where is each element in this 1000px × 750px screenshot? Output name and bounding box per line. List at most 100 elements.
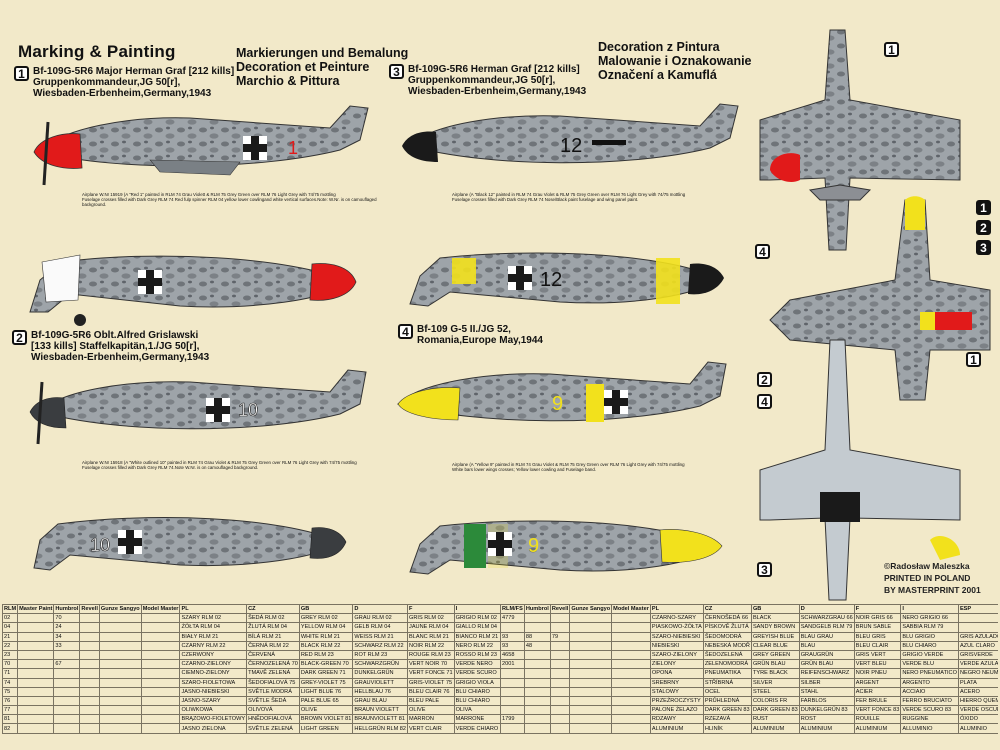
table-cell	[569, 640, 613, 651]
table-cell: ACCIAIO	[900, 686, 959, 697]
table-cell: GRAU BLAU	[352, 695, 409, 707]
table-cell: ŽLUTÁ RLM 04	[246, 622, 300, 633]
table-cell: GREY RLM 02	[298, 613, 354, 624]
aircraft-number-badge: 4	[755, 244, 770, 259]
aircraft-1-note: Airplane W.Nr 15919 (A "Red 1" painted i…	[82, 192, 382, 208]
table-cell	[569, 705, 613, 716]
table-cell: BIANCO RLM 21	[453, 631, 500, 642]
table-cell: SILVER	[750, 677, 800, 688]
table-cell	[569, 686, 613, 697]
caption-line: Wiesbaden-Erbenheim,Germany,1943	[33, 88, 212, 99]
table-cell: RUGGINE	[900, 714, 959, 725]
table-header-cell: F	[407, 604, 455, 615]
table-header-cell: Model Master	[140, 604, 181, 615]
table-cell	[569, 714, 613, 725]
table-cell: VERDE SCURO	[453, 668, 500, 679]
table-cell	[79, 640, 100, 651]
aircraft-1-left-profile: 1	[33, 105, 369, 186]
table-cell: 34	[53, 631, 81, 642]
table-cell: LIGHT GREEN	[298, 723, 354, 734]
table-cell: GREY GREEN	[750, 649, 800, 661]
table-cell: SCHWARZGRÜN	[352, 659, 409, 670]
table-cell: CZARNO-ZIELONY	[179, 659, 248, 670]
table-cell: VERDE NERO	[453, 659, 500, 670]
table-cell: VERT BLEU	[853, 659, 902, 670]
table-cell: VERDE SCURO 83	[900, 705, 959, 716]
caption-line: Bf-109G-5R6 Major Herman Graf [212 kills…	[33, 66, 235, 77]
table-cell: VERT FONCE 71	[407, 668, 455, 679]
table-cell	[569, 622, 613, 633]
caption-line: Bf-109G-5R6 Oblt.Alfred Grislawski	[31, 330, 199, 341]
table-cell: ROT RLM 23	[352, 649, 409, 661]
table-cell: GRÜN BLAU	[798, 659, 855, 670]
table-cell: NERO GRIGIO 66	[900, 613, 959, 624]
table-cell: TYRE BLACK	[750, 668, 800, 679]
table-cell	[79, 714, 100, 725]
table-cell: NOIR PNEU	[853, 668, 902, 679]
table-cell: BÍLÁ RLM 21	[246, 631, 300, 642]
table-cell	[98, 613, 142, 624]
table-cell	[140, 677, 181, 688]
table-header-cell: RLM	[2, 604, 19, 615]
table-cell: COLORIS FR	[750, 695, 800, 707]
table-cell: 93	[500, 631, 525, 642]
table-cell	[17, 695, 55, 707]
table-cell: BLEU CLAIR 76	[407, 686, 455, 697]
table-cell: 48	[523, 640, 551, 651]
table-cell: SZARO-NIEBIESKI	[649, 631, 704, 642]
table-cell	[140, 705, 181, 716]
table-cell: BLU CHIARO	[900, 640, 959, 651]
table-cell: PALONE ŻELAZO	[649, 705, 704, 716]
note-line: Fuselage crosses filled with Dark Grey R…	[452, 197, 639, 203]
table-cell	[523, 659, 551, 670]
caption-line: Wiesbaden-Erbenheim,Germany,1943	[408, 86, 587, 97]
caption-line: [133 kills] Staffelkapitän,1./JG 50[r],	[31, 341, 200, 352]
table-cell	[53, 705, 81, 716]
table-cell	[79, 686, 100, 697]
table-cell	[523, 677, 551, 688]
caption-line: Bf-109G-5R6 Herman Graf [212 kills]	[408, 64, 580, 75]
table-cell: VERDE CHIARO 82	[453, 723, 500, 734]
aircraft-1-caption: 1 Bf-109G-5R6 Major Herman Graf [212 kil…	[14, 66, 234, 99]
table-cell: BLEU CLAIR	[853, 640, 902, 651]
table-cell	[140, 659, 181, 670]
table-cell	[79, 705, 100, 716]
table-cell: ARGENT	[853, 677, 902, 688]
table-cell: BROWN VIOLET 81	[298, 714, 354, 725]
table-cell: AZUL CLARO	[957, 640, 998, 651]
multilingual-heading-middle: Markierungen und Bemalung Decoration et …	[236, 46, 408, 88]
table-cell: 22	[2, 640, 19, 651]
table-cell	[53, 723, 81, 734]
fuselage-code: 10	[238, 400, 258, 420]
table-cell: BRUN SABLE	[853, 622, 902, 633]
note-line: Airplane (A "Black 12" painted in RLM 74…	[452, 192, 686, 197]
table-cell: SVĚTLE ZELENÁ	[246, 723, 300, 734]
table-cell: BLACK RLM 22	[298, 640, 354, 651]
table-cell: ROST	[798, 714, 855, 725]
table-header-cell: GB	[298, 604, 354, 615]
table-cell	[500, 695, 525, 707]
table-cell: BLACK	[750, 613, 800, 624]
note-line: Airplane W.Nr 15918 (A "White outlined 1…	[82, 460, 357, 465]
table-cell: VERDE AZULADO	[957, 659, 998, 670]
aircraft-number-badge: 3	[976, 240, 991, 255]
table-cell: OLIVE	[298, 705, 354, 716]
table-cell: ROSSO RLM 23	[453, 649, 500, 661]
table-cell: ŠEDOFIALOVÁ 75	[246, 677, 300, 688]
table-cell: HIERRO QUEMADO	[957, 695, 998, 707]
caption-line: Bf-109 G-5 II./JG 52,	[417, 324, 511, 335]
table-header-cell: D	[798, 604, 855, 615]
heading-line: Malowanie i Oznakowanie	[598, 54, 752, 68]
table-cell: 33	[53, 640, 81, 651]
aircraft-4-caption: 4 Bf-109 G-5 II./JG 52, Romania,Europe M…	[398, 324, 543, 346]
table-cell	[98, 695, 142, 707]
table-header-cell: CZ	[702, 604, 752, 615]
table-cell	[17, 659, 55, 670]
